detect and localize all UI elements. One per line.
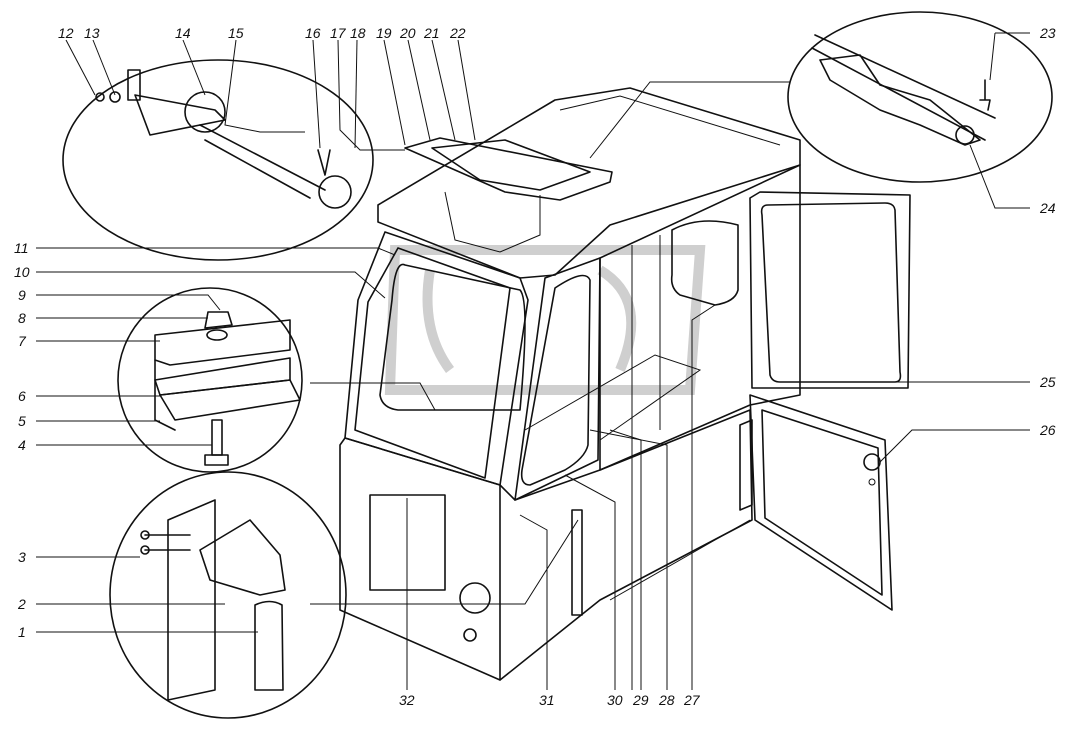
callout-6: 6 bbox=[18, 388, 26, 404]
callout-25: 25 bbox=[1039, 374, 1056, 390]
callout-28: 28 bbox=[658, 692, 675, 708]
cab-door bbox=[739, 191, 911, 611]
detail-mounting bbox=[117, 287, 303, 473]
callout-labels: 1 2 3 4 5 6 7 8 9 10 11 12 13 14 15 16 1… bbox=[14, 25, 1056, 708]
detail-hinge-pin bbox=[787, 11, 1053, 183]
callout-19: 19 bbox=[376, 25, 392, 41]
callout-4: 4 bbox=[18, 437, 26, 453]
callout-14: 14 bbox=[175, 25, 191, 41]
callout-1: 1 bbox=[18, 624, 26, 640]
callout-31: 31 bbox=[539, 692, 555, 708]
callout-23: 23 bbox=[1039, 25, 1056, 41]
watermark-logo bbox=[384, 245, 706, 395]
callout-30: 30 bbox=[607, 692, 623, 708]
callout-18: 18 bbox=[350, 25, 366, 41]
detail-wiper bbox=[62, 59, 374, 261]
callout-3: 3 bbox=[18, 549, 26, 565]
callout-22: 22 bbox=[449, 25, 466, 41]
callout-7: 7 bbox=[18, 333, 27, 349]
callout-9: 9 bbox=[18, 287, 26, 303]
callout-2: 2 bbox=[17, 596, 26, 612]
callout-20: 20 bbox=[399, 25, 416, 41]
callout-17: 17 bbox=[330, 25, 347, 41]
callout-26: 26 bbox=[1039, 422, 1056, 438]
callout-8: 8 bbox=[18, 310, 26, 326]
callout-32: 32 bbox=[399, 692, 415, 708]
callout-24: 24 bbox=[1039, 200, 1056, 216]
callout-16: 16 bbox=[305, 25, 321, 41]
callout-21: 21 bbox=[423, 25, 440, 41]
leader-lines bbox=[36, 32, 1030, 690]
callout-29: 29 bbox=[632, 692, 649, 708]
callout-5: 5 bbox=[18, 413, 26, 429]
callout-10: 10 bbox=[14, 264, 30, 280]
detail-seal bbox=[109, 471, 347, 719]
cab-body bbox=[339, 87, 801, 681]
callout-15: 15 bbox=[228, 25, 244, 41]
callout-12: 12 bbox=[58, 25, 74, 41]
callout-11: 11 bbox=[14, 240, 29, 256]
callout-27: 27 bbox=[683, 692, 701, 708]
callout-13: 13 bbox=[84, 25, 100, 41]
